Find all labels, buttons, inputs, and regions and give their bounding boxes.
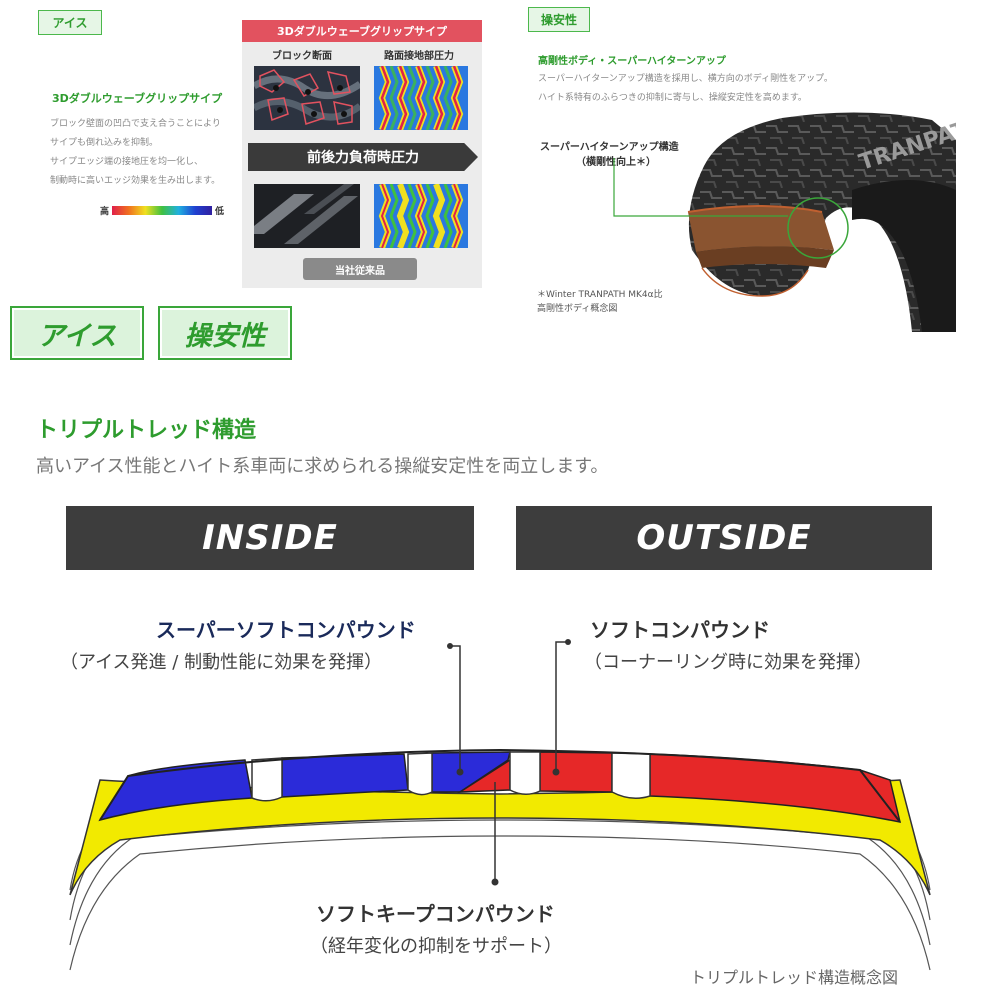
pressure-scale: 高 低 [100, 204, 224, 217]
triple-tread-diagram [69, 639, 931, 971]
footnote-line: ＊Winter TRANPATH MK4α比 [537, 290, 663, 300]
conventional-product-label: 当社従来品 [303, 258, 417, 280]
contact-pressure-map-old [374, 184, 468, 248]
leader-dot [456, 768, 464, 776]
contact-pressure-map-new [374, 66, 468, 130]
leader-dot [447, 643, 453, 649]
turnup-label-main: スーパーハイターンアップ構造 [540, 142, 679, 153]
tire-footnote: ＊Winter TRANPATH MK4α比 高剛性ボディ概念図 [537, 288, 663, 316]
leader-dot [491, 878, 499, 886]
handling-tag: 操安性 [158, 306, 292, 360]
sipe-desc-line: 制動時に高いエッジ効果を生み出します。 [50, 176, 221, 186]
contact-pressure-label: 路面接地部圧力 [384, 51, 454, 62]
ice-tag-small: アイス [38, 10, 102, 35]
sipe-desc-line: ブロック壁面の凹凸で支え合うことにより [50, 119, 221, 129]
scale-low-label: 低 [215, 207, 225, 217]
turnup-desc-line: ハイト系特有のふらつきの抑制に寄与し、操縦安定性を高めます。 [538, 93, 807, 103]
block-section-image-new [254, 66, 360, 130]
leader-dot [565, 639, 571, 645]
inside-bar: INSIDE [66, 506, 474, 570]
sipe-heading: 3Dダブルウェーブグリップサイプ [52, 92, 223, 105]
turnup-structure-label: スーパーハイターンアップ構造 （横剛性向上＊） [540, 140, 679, 170]
sipe-description: ブロック壁面の凹凸で支え合うことにより サイプも倒れ込みを抑制。 サイプエッジ端… [50, 115, 240, 191]
sipe-desc-line: サイプエッジ端の接地圧を均一化し、 [50, 157, 204, 167]
load-pressure-banner: 前後力負荷時圧力 [248, 143, 478, 171]
diagram-caption: トリプルトレッド構造概念図 [690, 968, 899, 987]
block-section-image-old [254, 184, 360, 248]
main-subtitle: 高いアイス性能とハイト系車両に求められる操縦安定性を両立します。 [36, 456, 609, 477]
leader-dot [552, 768, 560, 776]
soft-compound-layer [539, 751, 613, 793]
ice-tag: アイス [10, 306, 144, 360]
turnup-desc-line: スーパーハイターンアップ構造を採用し、横方向のボディ剛性をアップ。 [538, 74, 833, 84]
pressure-gradient-bar [112, 206, 213, 215]
high-turnup-description: スーパーハイターンアップ構造を採用し、横方向のボディ剛性をアップ。 ハイト系特有… [538, 70, 868, 108]
soft-compound-label: ソフトコンパウンド [590, 618, 770, 642]
main-title: トリプルトレッド構造 [36, 418, 257, 443]
soft-keep-compound-label: ソフトキープコンパウンド [316, 902, 555, 926]
footnote-line: 高剛性ボディ概念図 [537, 304, 618, 314]
handling-tag-small: 操安性 [528, 7, 590, 32]
tire-cross-section-image: TRANPATH [613, 112, 956, 332]
super-soft-compound-desc: （アイス発進 / 制動性能に効果を発揮） [60, 652, 383, 673]
soft-keep-compound-desc: （経年変化の抑制をサポート） [310, 936, 562, 957]
high-turnup-heading: 高剛性ボディ・スーパーハイターンアップ [538, 56, 726, 67]
turnup-label-sub: （横剛性向上＊） [576, 157, 656, 168]
scale-high-label: 高 [100, 207, 110, 217]
block-section-label: ブロック断面 [272, 51, 332, 62]
sipe-desc-line: サイプも倒れ込みを抑制。 [50, 138, 159, 148]
super-soft-compound-label: スーパーソフトコンパウンド [156, 618, 416, 642]
panel-title: 3Dダブルウェーブグリップサイプ [242, 20, 482, 42]
soft-compound-desc: （コーナーリング時に効果を発揮） [584, 652, 872, 673]
outside-bar: OUTSIDE [516, 506, 932, 570]
